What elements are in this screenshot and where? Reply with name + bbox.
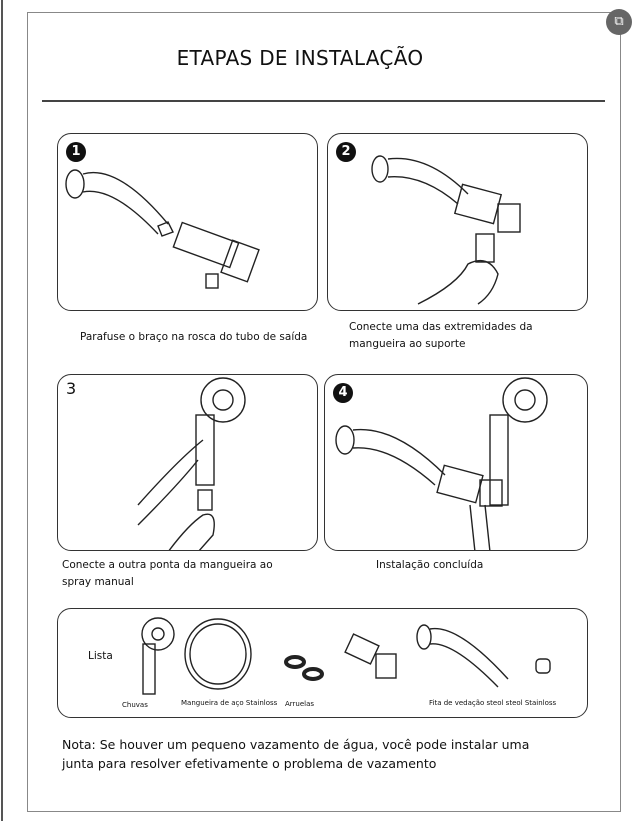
step-2-panel: 2: [327, 133, 588, 311]
divider: [42, 100, 605, 102]
page-edge: [1, 0, 3, 821]
document-frame: [27, 12, 621, 812]
parts-list-label: Lista: [88, 650, 113, 662]
step-4-panel: 4: [324, 374, 588, 551]
handheld-spray-illustration: [137, 377, 246, 550]
step-2-number: 2: [336, 142, 356, 162]
note-text: Nota: Se houver um pequeno vazamento de …: [62, 737, 530, 771]
step-3-panel: 3: [57, 374, 318, 551]
step-4-caption: Instalação concluída: [376, 559, 484, 571]
step-1-panel: 1: [57, 133, 318, 311]
parts-list-panel: Lista Chuvas Mangueira de aço Stainloss …: [57, 608, 588, 718]
page-title: ETAPAS DE INSTALAÇÃO: [176, 46, 424, 70]
parts-illustration: [141, 617, 551, 695]
part-chuvas: Chuvas: [122, 701, 148, 709]
image-translate-icon[interactable]: ⧉: [606, 9, 632, 35]
step-3-number: 3: [66, 379, 77, 398]
part-sealing-tape: Fita de vedação steol steol Stainloss: [429, 699, 557, 707]
part-hose: Mangueira de aço Stainloss: [181, 699, 278, 707]
step-1-number: 1: [66, 142, 86, 162]
step-1-caption: Parafuse o braço na rosca do tubo de saí…: [80, 331, 308, 343]
completed-installation-illustration: [335, 377, 548, 550]
hose-connect-illustration: [371, 155, 521, 305]
step-3-caption: Conecte a outra ponta da mangueira ao sp…: [62, 559, 273, 588]
part-washers: Arruelas: [285, 700, 315, 708]
step-2-caption: Conecte uma das extremidades da mangueir…: [349, 321, 533, 350]
shower-arm-illustration: [65, 169, 260, 289]
step-4-number: 4: [333, 383, 353, 403]
